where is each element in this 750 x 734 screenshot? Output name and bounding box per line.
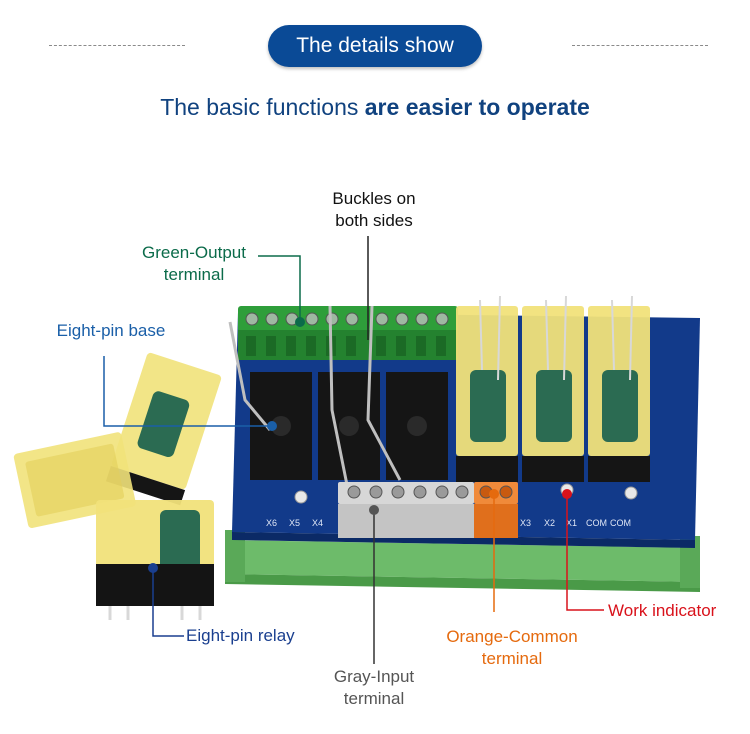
orange-common-label-line1: Orange-Common bbox=[446, 627, 578, 646]
eight-pin-relay-dot bbox=[148, 563, 158, 573]
buckles-label-line2: both sides bbox=[335, 211, 413, 230]
tagline-light: The basic functions bbox=[160, 94, 359, 120]
green-output-label-line1: Green-Output bbox=[142, 243, 246, 262]
eight-pin-base-label: Eight-pin base bbox=[44, 320, 178, 342]
eight-pin-sockets bbox=[250, 372, 448, 480]
green-output-leader bbox=[258, 255, 301, 320]
pcb-label-x5: X5 bbox=[289, 518, 300, 528]
gray-input-label-line2: terminal bbox=[343, 689, 405, 708]
work-indicator-label: Work indicator bbox=[608, 600, 744, 622]
pcb-label-x3: X3 bbox=[520, 518, 531, 528]
callout-dots bbox=[148, 317, 572, 573]
loose-relays bbox=[13, 352, 222, 620]
green-output-label: Green-Output terminal bbox=[128, 242, 260, 286]
orange-common-dot bbox=[489, 489, 499, 499]
tagline-bold: are easier to operate bbox=[364, 94, 590, 120]
pcb-label-x6: X6 bbox=[266, 518, 277, 528]
orange-common-label: Orange-Common terminal bbox=[430, 626, 594, 670]
gray-input-label: Gray-Input terminal bbox=[318, 666, 430, 710]
wire-buckles bbox=[228, 305, 402, 501]
din-rail bbox=[225, 530, 700, 592]
gray-input-label-line1: Gray-Input bbox=[333, 667, 415, 686]
eight-pin-base-dot bbox=[267, 421, 277, 431]
mounted-relays bbox=[456, 295, 650, 482]
tagline: The basic functions are easier to operat… bbox=[0, 94, 750, 121]
eight-pin-base-label-text: Eight-pin base bbox=[56, 321, 166, 340]
pcb-label-x2: X2 bbox=[544, 518, 555, 528]
eight-pin-relay-leader bbox=[152, 568, 184, 637]
eight-pin-relay-label: Eight-pin relay bbox=[186, 625, 322, 647]
green-output-terminal bbox=[238, 306, 458, 360]
work-indicator-leader bbox=[566, 494, 604, 611]
work-indicator-dot bbox=[562, 489, 572, 499]
orange-common-label-line2: terminal bbox=[481, 649, 543, 668]
pcb-label-com-2: COM bbox=[610, 518, 631, 528]
callout-lines bbox=[103, 236, 604, 664]
header-right-divider bbox=[572, 45, 708, 46]
gray-input-terminal bbox=[338, 482, 474, 538]
eight-pin-relay-label-text: Eight-pin relay bbox=[186, 626, 295, 645]
header-left-divider bbox=[49, 45, 185, 46]
orange-common-terminal bbox=[474, 482, 518, 538]
green-output-dot bbox=[295, 317, 305, 327]
pcb-label-x1: X1 bbox=[566, 518, 577, 528]
buckles-label: Buckles on both sides bbox=[314, 188, 434, 232]
green-output-label-line2: terminal bbox=[163, 265, 225, 284]
pcb-silkscreen: X6 X5 X4 X3 X2 X1 COM COM bbox=[266, 518, 631, 528]
pcb-label-com-1: COM bbox=[586, 518, 607, 528]
pcb-label-x4: X4 bbox=[312, 518, 323, 528]
work-indicator-label-text: Work indicator bbox=[608, 601, 717, 620]
gray-input-dot bbox=[369, 505, 379, 515]
buckles-label-line1: Buckles on bbox=[332, 189, 416, 208]
eight-pin-base-leader bbox=[103, 356, 272, 427]
header-title: The details show bbox=[268, 25, 482, 67]
